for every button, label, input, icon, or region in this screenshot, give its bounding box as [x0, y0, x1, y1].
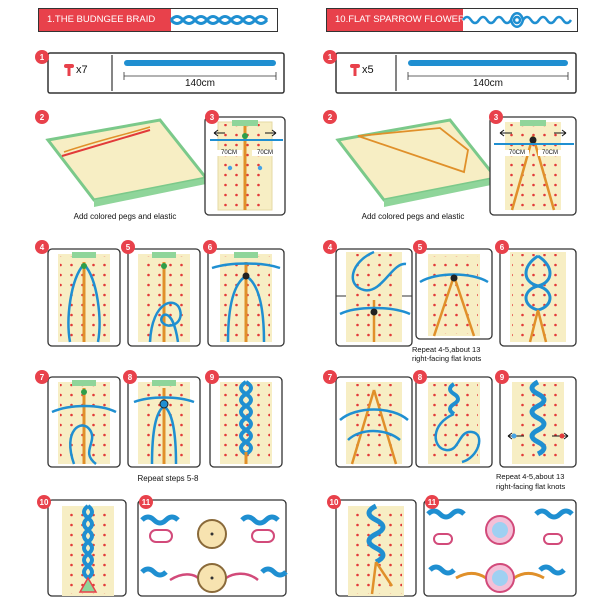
- left-step11-panel: [137, 499, 288, 597]
- left-step-number: 5: [126, 243, 131, 252]
- right-repeat-caption-1b: right-facing flat knots: [412, 354, 482, 363]
- right-step-badge: [495, 370, 509, 384]
- right-step-number: 2: [328, 113, 333, 122]
- right-step-number: 4: [328, 243, 333, 252]
- left-step5-panel: [127, 248, 201, 347]
- right-measure-left: 70CM: [505, 150, 529, 156]
- right-step-number: 3: [494, 113, 499, 122]
- right-step-badge: [323, 50, 337, 64]
- right-step2-caption: Add colored pegs and elastic: [361, 212, 465, 221]
- left-cord-length: 140cm: [184, 78, 215, 89]
- right-step-badge: [413, 240, 427, 254]
- right-measure-right: 70CM: [538, 150, 562, 156]
- left-step-badge: [203, 240, 217, 254]
- right-step2-board: [335, 118, 499, 207]
- left-step-number: 7: [40, 373, 45, 382]
- right-flower-preview: [461, 12, 573, 28]
- right-step4-panel: [335, 248, 413, 347]
- right-step-badge: [489, 110, 503, 124]
- right-step11-panel: [423, 499, 577, 597]
- right-step-number: 1: [328, 53, 333, 62]
- left-step-badge: [121, 240, 135, 254]
- left-title: 1.THE BUDNGEE BRAID: [39, 9, 171, 31]
- left-step-number: 4: [40, 243, 45, 252]
- left-step-badge: [35, 50, 49, 64]
- right-step10-panel: [335, 499, 417, 597]
- right-repeat-caption-2a: Repeat 4-5,about 13: [496, 472, 565, 481]
- right-step-number: 9: [500, 373, 505, 382]
- left-repeat-caption: Repeat steps 5-8: [137, 474, 199, 483]
- left-step2-caption: Add colored pegs and elastic: [73, 212, 177, 221]
- left-peg-count: x7: [76, 64, 88, 76]
- left-step-badge: [35, 370, 49, 384]
- left-step10-panel: [47, 499, 127, 597]
- right-cord-length: 140cm: [472, 78, 503, 89]
- right-step-number: 6: [500, 243, 505, 252]
- right-step-badge: [323, 240, 337, 254]
- right-step9-panel: [499, 376, 577, 468]
- left-step-number: 3: [210, 113, 215, 122]
- left-step-badge: [205, 110, 219, 124]
- peg-icon: [64, 64, 74, 76]
- right-step-number: 5: [418, 243, 423, 252]
- left-step-number: 10: [40, 498, 49, 507]
- left-braid-preview: [169, 15, 269, 25]
- left-step-badge: [139, 495, 153, 509]
- right-step-number: 8: [418, 373, 423, 382]
- right-step-badge: [413, 370, 427, 384]
- right-peg-count: x5: [362, 64, 374, 76]
- right-title-bar: 10.FLAT SPARROW FLOWERS: [326, 8, 578, 32]
- left-step-number: 1: [40, 53, 45, 62]
- left-step-number: 8: [128, 373, 133, 382]
- right-step7-panel: [335, 376, 413, 468]
- left-step-badge: [205, 370, 219, 384]
- right-repeat-caption-2b: right-facing flat knots: [496, 482, 566, 491]
- right-step-number: 10: [330, 498, 339, 507]
- left-measure-left: 70CM: [216, 150, 242, 156]
- right-step8-panel: [415, 376, 493, 468]
- right-step-badge: [425, 495, 439, 509]
- left-step7-panel: [47, 376, 121, 468]
- left-step2-board: [45, 118, 209, 207]
- left-step6-panel: [207, 248, 285, 347]
- left-step-badge: [35, 110, 49, 124]
- right-repeat-caption-1a: Repeat 4-5,about 13: [412, 345, 481, 354]
- left-step4-panel: [47, 248, 121, 347]
- left-step-number: 6: [208, 243, 213, 252]
- right-step-badge: [327, 495, 341, 509]
- left-step8-panel: [127, 376, 201, 468]
- right-step-badge: [323, 110, 337, 124]
- left-step-badge: [35, 240, 49, 254]
- left-measure-right: 70CM: [252, 150, 278, 156]
- left-title-bar: 1.THE BUDNGEE BRAID: [38, 8, 278, 32]
- right-cord-icon: [408, 60, 568, 66]
- left-step-badge: [123, 370, 137, 384]
- right-step-badge: [495, 240, 509, 254]
- peg-icon: [350, 64, 360, 76]
- right-step-number: 11: [428, 498, 437, 507]
- right-step6-panel: [499, 248, 577, 347]
- right-step5-panel: [415, 248, 493, 340]
- left-step-badge: [37, 495, 51, 509]
- left-cord-icon: [124, 60, 276, 66]
- left-step-number: 2: [40, 113, 45, 122]
- left-step9-panel: [209, 376, 283, 468]
- left-step-number: 11: [142, 498, 151, 507]
- right-title: 10.FLAT SPARROW FLOWERS: [327, 9, 471, 31]
- left-step-number: 9: [210, 373, 215, 382]
- right-step-badge: [323, 370, 337, 384]
- right-step-number: 7: [328, 373, 333, 382]
